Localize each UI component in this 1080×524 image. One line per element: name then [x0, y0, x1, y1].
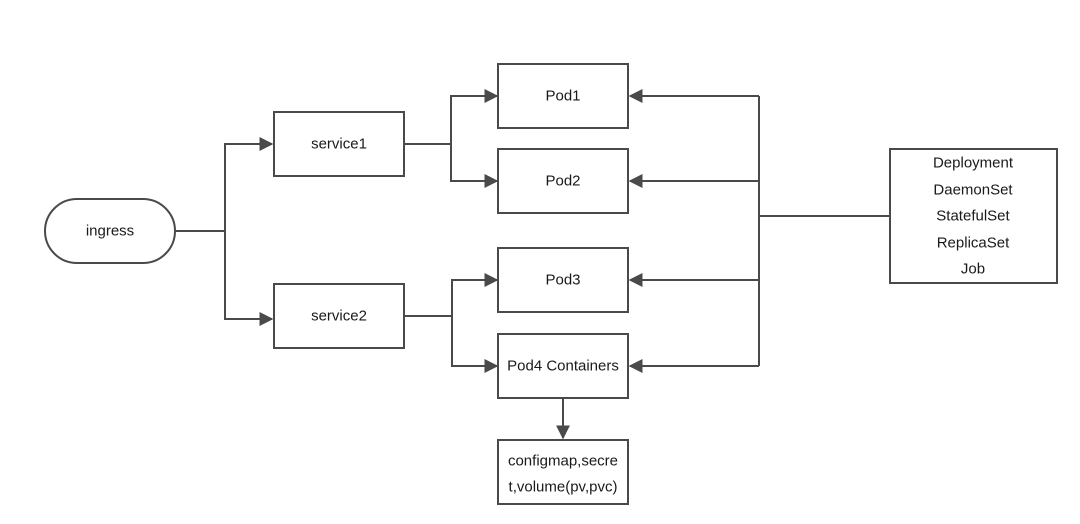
controller-statefulset: StatefulSet [936, 208, 1010, 225]
pod3-label: Pod3 [545, 272, 580, 289]
controller-replicaset: ReplicaSet [937, 235, 1010, 252]
pod2-node: Pod2 [497, 148, 629, 214]
storage-label-line1: configmap,secre [508, 453, 618, 470]
service2-node: service2 [273, 283, 405, 349]
pod1-node: Pod1 [497, 63, 629, 129]
controller-job: Job [961, 261, 985, 278]
storage-label-line2: t,volume(pv,pvc) [509, 479, 618, 496]
service1-node: service1 [273, 111, 405, 177]
pod4-label: Pod4 Containers [507, 358, 619, 375]
pod3-node: Pod3 [497, 247, 629, 313]
edge-ingress-to-services [175, 137, 274, 326]
ingress-node: ingress [44, 198, 176, 264]
ingress-label: ingress [86, 223, 134, 240]
edge-controllers-to-pods [628, 89, 890, 373]
controller-deployment: Deployment [933, 155, 1014, 172]
service1-label: service1 [311, 136, 367, 153]
controller-daemonset: DaemonSet [933, 182, 1013, 199]
pod2-label: Pod2 [545, 173, 580, 190]
storage-node: configmap,secre t,volume(pv,pvc) [497, 439, 629, 505]
service2-label: service2 [311, 308, 367, 325]
edge-service1-to-pods [405, 89, 499, 188]
controllers-node: Deployment DaemonSet StatefulSet Replica… [889, 148, 1058, 284]
pod1-label: Pod1 [545, 88, 580, 105]
edge-service2-to-pods [405, 273, 499, 373]
pod4-containers-node: Pod4 Containers [497, 333, 629, 399]
